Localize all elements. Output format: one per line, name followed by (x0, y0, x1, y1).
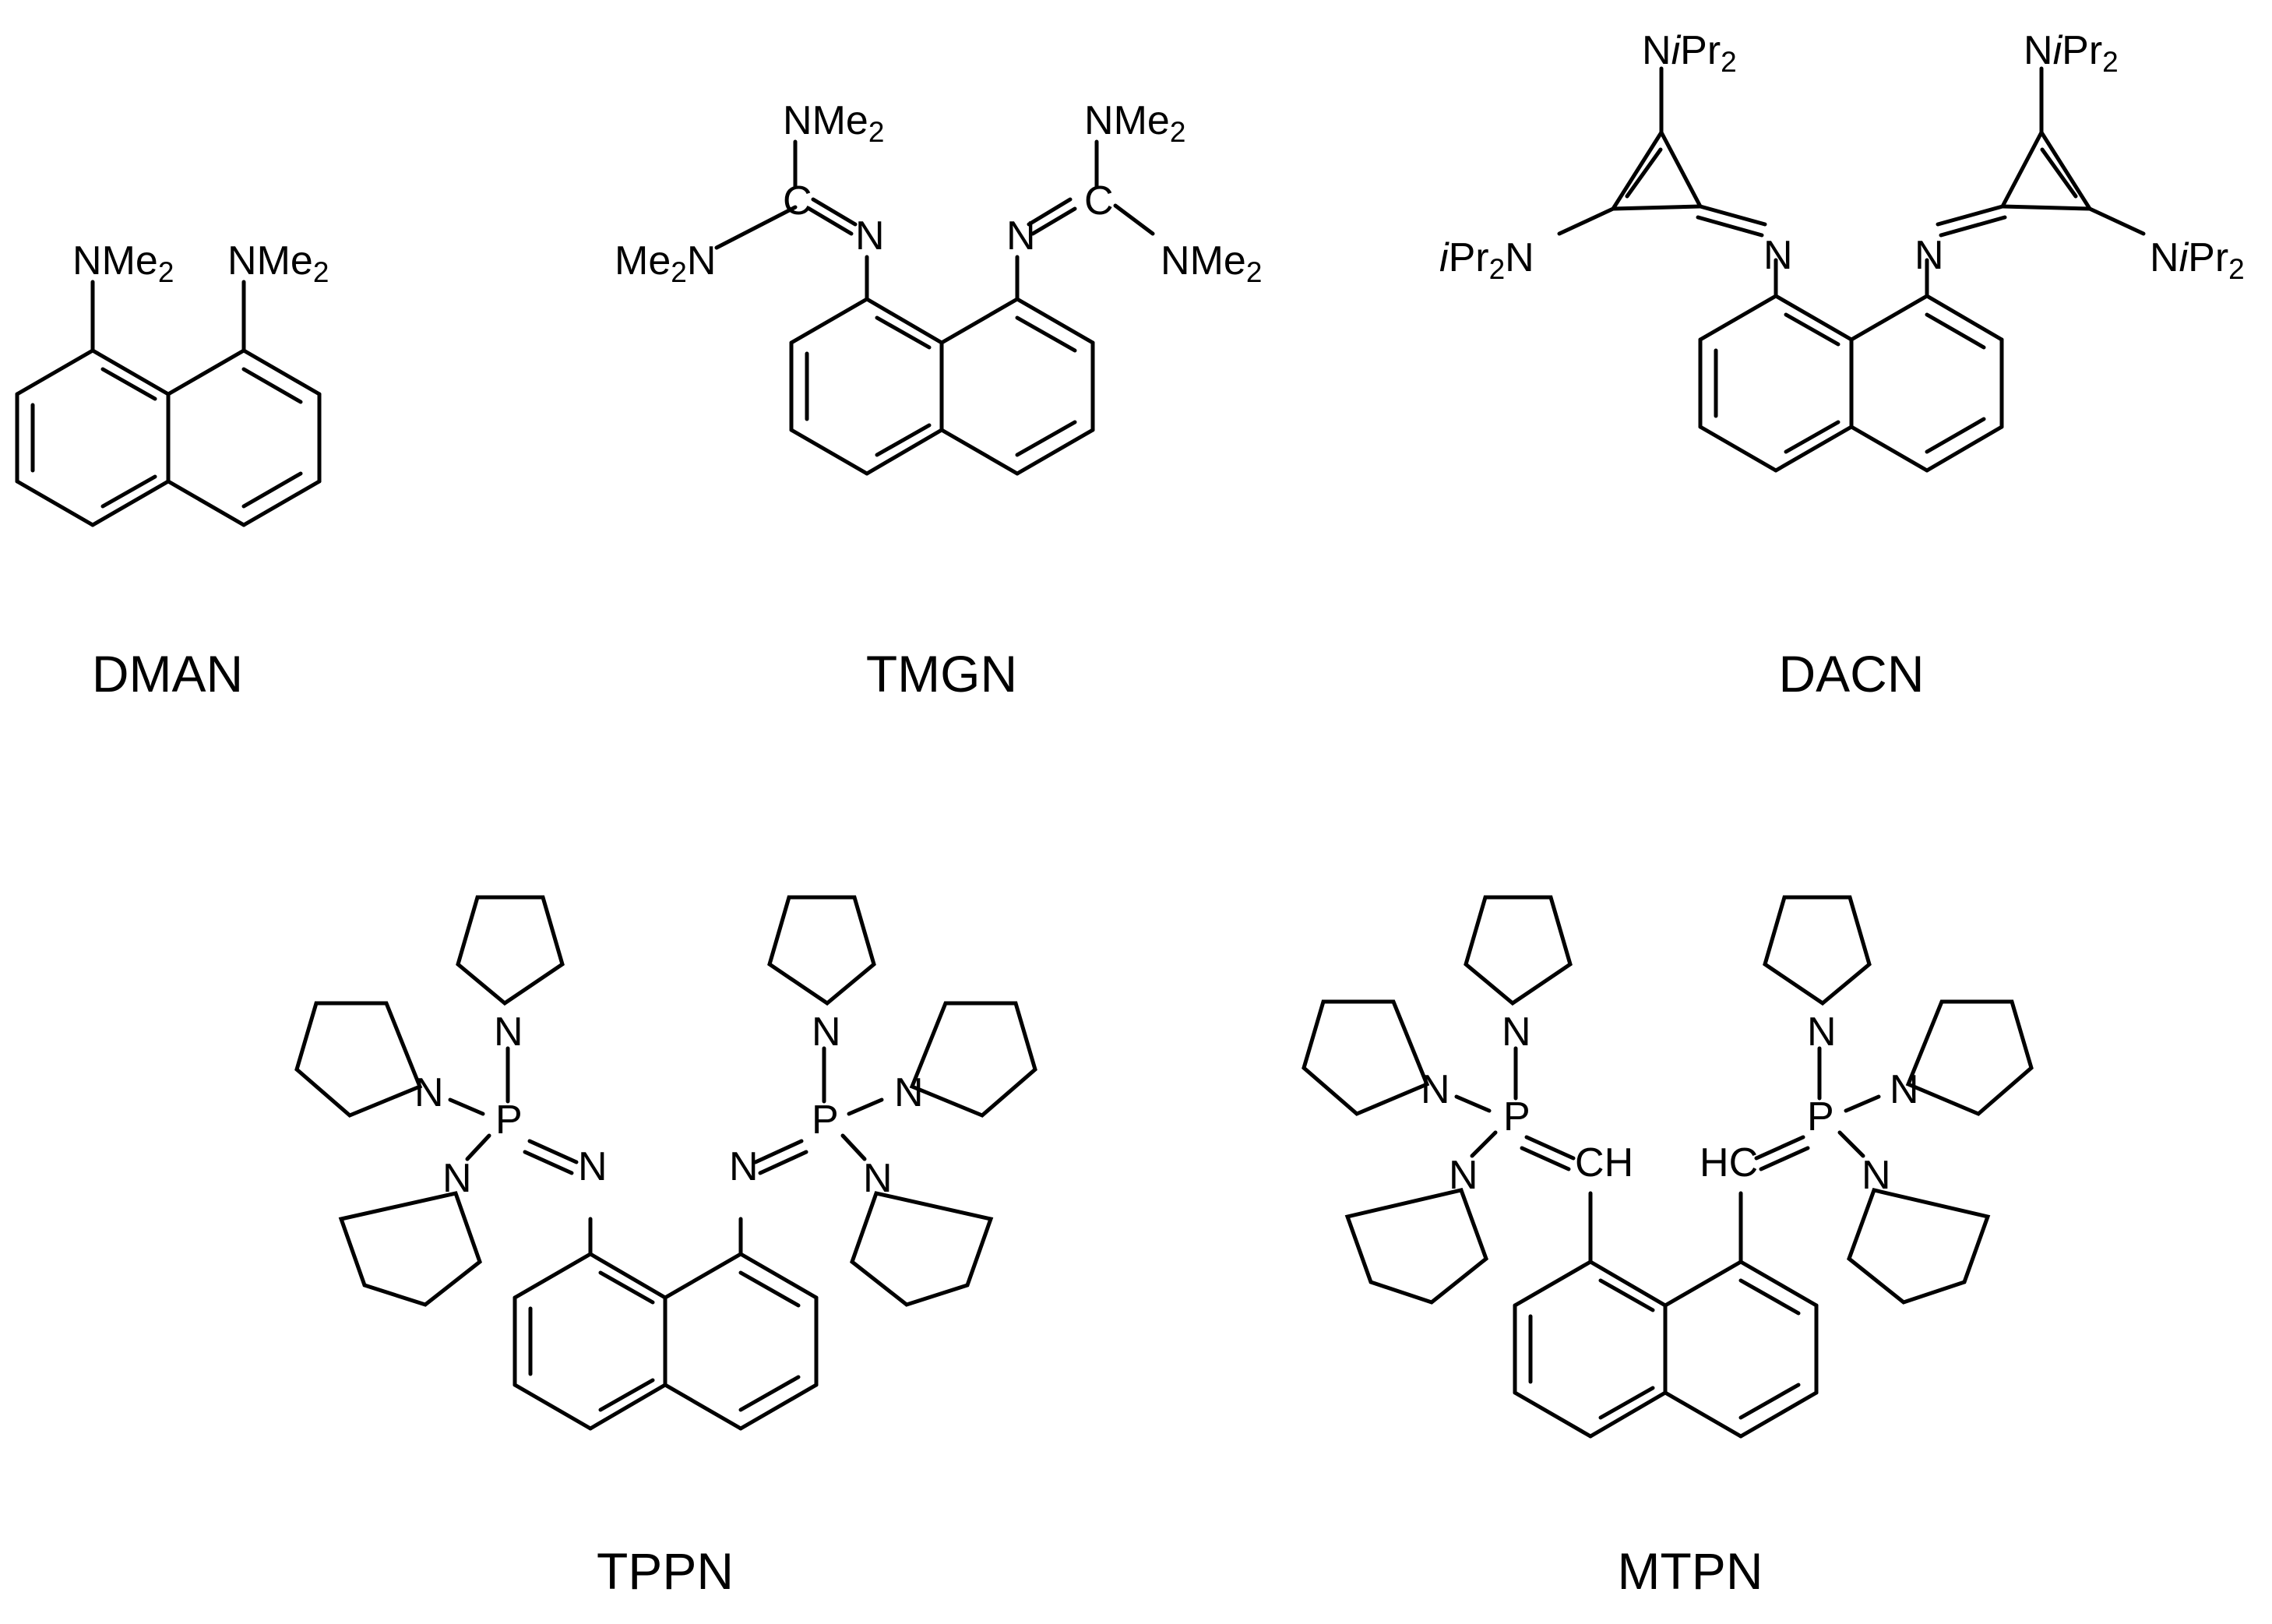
mtpn-left-ch: CH (1575, 1140, 1633, 1185)
tppn-right-top-pyrrolidine-n: N (812, 1009, 841, 1055)
naphthalene-core (513, 1217, 819, 1431)
tppn-left-imine-n: N (578, 1144, 608, 1189)
naphthalene-core (1698, 258, 2004, 473)
tppn-left-mid-pyrrolidine-n: N (414, 1070, 444, 1115)
mtpn-left-p: P (1503, 1094, 1531, 1140)
tmgn-right-nme2: NMe2​ (1161, 238, 1262, 288)
tmgn-left-imine-n: N (855, 213, 885, 259)
structure-tmgn: N N C C NMe2​ NMe2​ Me2​N NMe2​ TMGN (615, 98, 1262, 703)
naphthalene-core (1513, 1191, 1819, 1439)
tmgn-label: TMGN (866, 645, 1017, 703)
tmgn-right-upper-nme2: NMe2​ (1084, 98, 1185, 148)
mtpn-right-mid-pyrrolidine-n: N (1890, 1067, 1919, 1112)
tppn-right-p: P (812, 1097, 839, 1143)
mtpn-right-top-pyrrolidine-n: N (1807, 1009, 1837, 1055)
tppn-label: TPPN (597, 1542, 734, 1600)
mtpn-right-p: P (1807, 1094, 1834, 1140)
naphthalene-core (15, 280, 322, 527)
dman-left-nme2: NMe2​ (72, 238, 174, 288)
structure-dacn: N N NiPr2​ NiPr2​ iPr2​N NiPr2​ DACN (1439, 28, 2245, 703)
tppn-left-p: P (495, 1097, 523, 1143)
dacn-left-ipr2n: iPr2​N (1439, 235, 1534, 285)
structure-tppn: P P N N N N N N N N TPPN (294, 895, 1037, 1600)
tmgn-left-upper-nme2: NMe2​ (783, 98, 884, 148)
mtpn-right-low-pyrrolidine-n: N (1862, 1153, 1891, 1198)
dacn-right-imine-n: N (1914, 233, 1944, 278)
mtpn-left-mid-pyrrolidine-n: N (1421, 1067, 1450, 1112)
mtpn-right-hc: HC (1700, 1140, 1758, 1185)
tppn-right-low-pyrrolidine-n: N (863, 1156, 893, 1201)
dacn-right-upper-nipr2: NiPr2​ (2024, 28, 2119, 78)
dacn-left-imine-n: N (1763, 233, 1793, 278)
tppn-left-top-pyrrolidine-n: N (494, 1009, 523, 1055)
tppn-right-mid-pyrrolidine-n: N (894, 1070, 924, 1115)
mtpn-left-low-pyrrolidine-n: N (1449, 1153, 1478, 1198)
mtpn-label: MTPN (1618, 1542, 1763, 1600)
dacn-label: DACN (1778, 645, 1924, 703)
tmgn-left-guanidine-c: C (783, 178, 812, 224)
naphthalene-core (789, 255, 1095, 476)
dman-right-nme2: NMe2​ (227, 238, 329, 288)
tppn-left-low-pyrrolidine-n: N (442, 1156, 472, 1201)
tmgn-right-imine-n: N (1006, 213, 1036, 259)
dman-label: DMAN (92, 645, 243, 703)
mtpn-left-top-pyrrolidine-n: N (1502, 1009, 1531, 1055)
dacn-right-nipr2: NiPr2​ (2150, 235, 2245, 285)
structure-mtpn: P P CH HC N N N N N N MTPN (1302, 895, 2034, 1600)
structure-dman: NMe2​ NMe2​ DMAN (15, 238, 329, 703)
tmgn-left-me2n: Me2​N (615, 238, 716, 288)
tppn-right-imine-n: N (729, 1144, 759, 1189)
tmgn-right-guanidine-c: C (1084, 178, 1114, 224)
dacn-left-upper-nipr2: NiPr2​ (1642, 28, 1737, 78)
